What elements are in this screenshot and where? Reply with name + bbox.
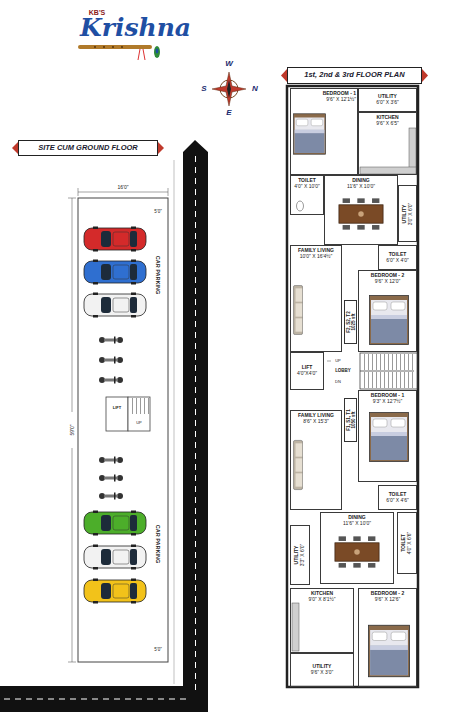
room: TOILET6'0" X 4'6" [378,485,417,510]
room-size: 9'6" X 12'0" [375,279,400,285]
room: TOILET4'0" X 6'6" [397,512,417,574]
rotated-text: TOILET4'0" X 6'6" [401,532,413,555]
room-size: 9'0" X 8'1½" [309,597,336,603]
room: UTILITY3'3" X 6'0" [290,525,310,585]
room-size: 11'6" X 10'0" [347,184,375,190]
room-size: 9'6" X 12'1½" [326,97,356,103]
room: UTILITY9'6" X 3'0" [290,653,354,687]
brand-prefix: KB'S [89,9,105,16]
compass-letter: E [226,109,231,117]
plan-label: 5'0" [154,210,161,215]
compass-letter: S [201,85,206,93]
room-size: 1025 sft [351,313,356,330]
room-size: 4'0" X 10'0" [294,184,319,190]
area-tag: F1, S1, T11050 sft [344,398,357,442]
room-name: 1st, 2nd & 3rd FLOOR PLAN [304,71,404,80]
room: FAMILY LIVING10'0" X 16'4½" [290,245,342,352]
compass-letter: N [252,85,258,93]
room-size: 6'0" X 4'0" [386,258,409,264]
plan-label: CAR PARKING [154,256,160,294]
plan-label: UP [335,359,341,363]
room: LIFT4'0"X4'0" [290,352,324,390]
room: DINING11'6" X 10'0" [320,512,394,584]
room-size: 11'6" X 10'0" [343,521,371,527]
room-size: 8'6" X 15'3" [303,419,328,425]
room-size: 9'6" X 6'5" [376,121,399,127]
room-size: 9'6" X 3'0" [311,670,334,676]
plan-label: LOBBY [335,369,351,374]
room-size: 10'0" X 16'4½" [300,254,332,260]
area-tag: F2, S2, T21025 sft [344,300,357,344]
room-size: 9'3" X 12'7½" [373,399,403,405]
rotated-text: F1, S1, T11050 sft [345,409,356,430]
plan-label: 16'0" [117,185,128,190]
room-size: 9'6" X 12'6" [375,597,400,603]
plan-label: DN [335,380,341,384]
plan-label: LIFT [113,406,121,410]
room-size: 3'0" X 6'0" [408,202,414,225]
room-name: F1, S1, T1 [345,409,350,430]
room-size: 4'0" X 6'6" [407,532,413,555]
room: KITCHEN9'0" X 8'1½" [290,588,354,653]
plan-label: 5'0" [154,648,161,653]
room: BEDROOM - 19'6" X 12'1½" [290,88,358,175]
title-banner: SITE CUM GROUND FLOOR [18,140,158,156]
room-name: UTILITY [402,204,408,223]
room: TOILET6'0" X 4'0" [378,245,417,270]
room-size: 3'3" X 6'0" [300,544,306,567]
room-name: SITE CUM GROUND FLOOR [38,144,138,153]
room: DINING11'6" X 10'0" [324,175,398,245]
room: FAMILY LIVING8'6" X 15'3" [290,410,342,510]
brand-title: Krishna [80,15,191,40]
room: UTILITY6'0" X 3'6" [358,88,417,112]
rotated-text: F2, S2, T21025 sft [345,311,356,332]
room-name: F2, S2, T2 [345,311,350,332]
plan-label: 59'0" [70,424,75,435]
room: UTILITY3'0" X 6'0" [398,185,417,242]
room-size: 6'0" X 4'6" [386,498,409,504]
rotated-text: UTILITY3'3" X 6'0" [294,544,306,567]
room: TOILET4'0" X 10'0" [290,175,324,215]
plan-label: UP [136,421,142,425]
room: BEDROOM - 19'3" X 12'7½" [358,390,417,482]
title-banner: 1st, 2nd & 3rd FLOOR PLAN [287,67,422,84]
plan-label: CAR PARKING [154,525,160,563]
room: BEDROOM - 29'6" X 12'0" [358,270,417,352]
room: BEDROOM - 29'6" X 12'6" [358,588,417,687]
compass-letter: W [225,60,233,68]
room: KITCHEN9'6" X 6'5" [358,112,417,175]
room-size: 6'0" X 3'6" [376,100,399,106]
rotated-text: UTILITY3'0" X 6'0" [402,202,414,225]
room-size: 4'0"X4'0" [297,371,317,377]
room-size: 1050 sft [351,411,356,428]
